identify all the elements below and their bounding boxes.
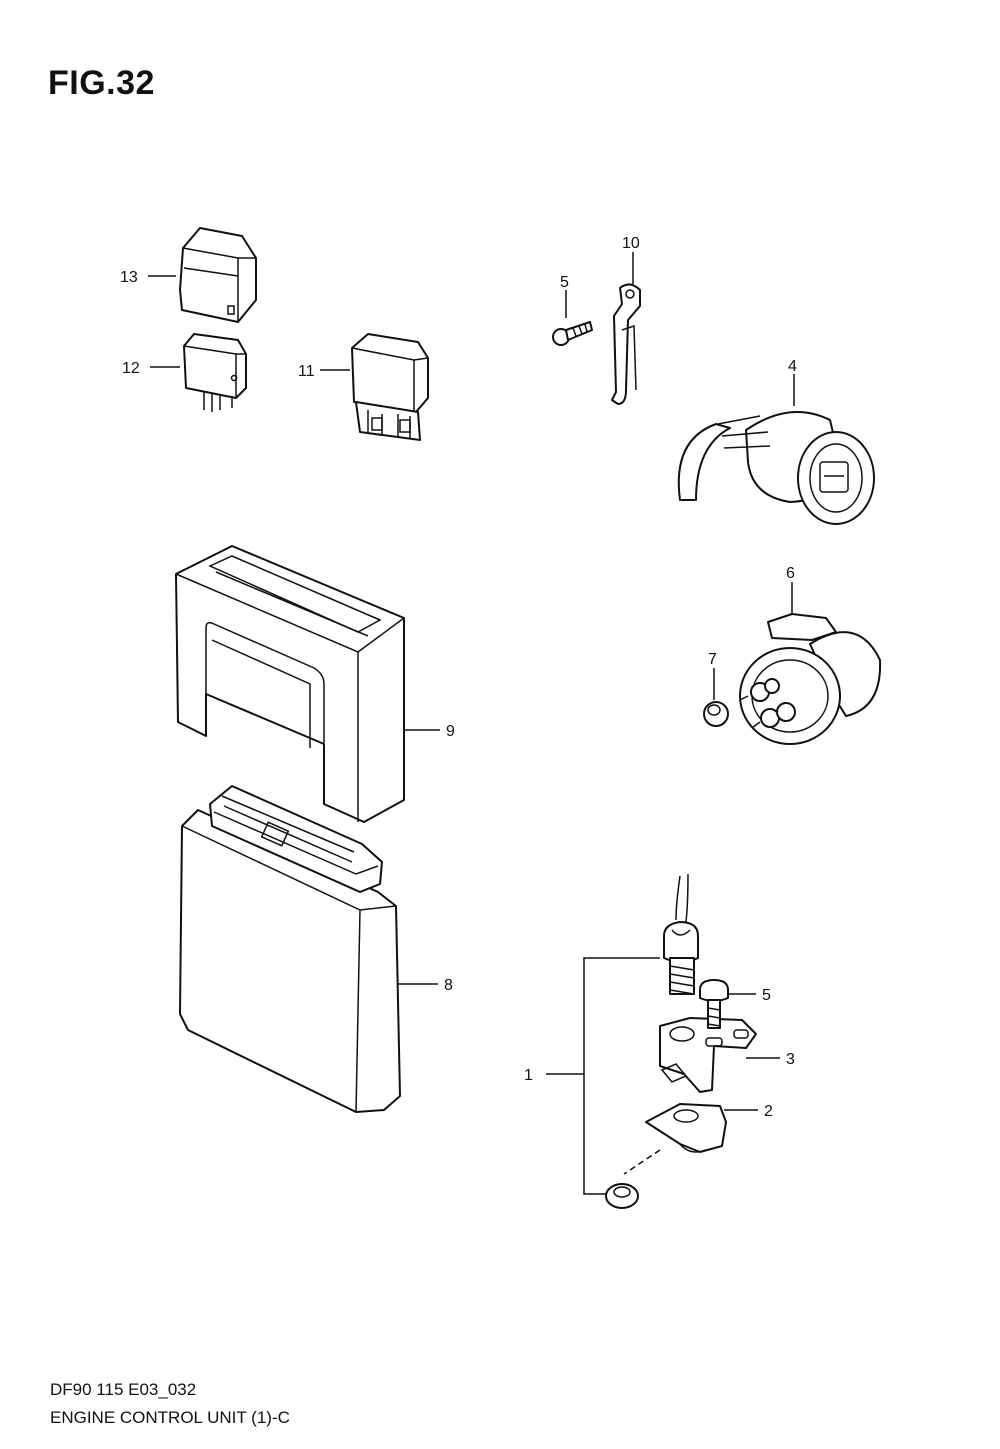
part-6-coupler — [739, 613, 882, 745]
part-11-relay — [351, 333, 429, 441]
leader-1-bracket — [583, 957, 660, 1195]
callout-8: 8 — [444, 977, 453, 994]
callout-4: 4 — [788, 358, 797, 375]
part-5-screw-top — [552, 321, 593, 346]
part-12-relay — [183, 333, 247, 412]
callout-1: 1 — [524, 1067, 533, 1084]
part-5-bolt-lower — [699, 979, 729, 1029]
callout-10: 10 — [622, 235, 640, 252]
callout-2: 2 — [764, 1103, 773, 1120]
callout-5-top: 5 — [560, 274, 569, 291]
callout-7: 7 — [708, 651, 717, 668]
part-8-ecu — [179, 785, 401, 1113]
footer-code: DF90 115 E03_032 — [50, 1380, 197, 1399]
figure-title: FIG.32 — [48, 64, 155, 102]
callout-12: 12 — [122, 360, 140, 377]
callout-9: 9 — [446, 723, 455, 740]
part-7-cap — [703, 701, 729, 727]
part-10-ground-strap — [611, 283, 641, 405]
footer-name: ENGINE CONTROL UNIT (1)-C — [50, 1408, 290, 1427]
callout-3: 3 — [786, 1051, 795, 1068]
callout-11: 11 — [298, 363, 315, 380]
part-4-coupler — [677, 411, 875, 525]
callout-6: 6 — [786, 565, 795, 582]
part-1-sensor-assembly — [605, 873, 757, 1209]
part-9-cover — [175, 545, 405, 823]
callout-5-lower: 5 — [762, 987, 771, 1004]
part-13-relay — [179, 227, 257, 323]
callout-13: 13 — [120, 269, 138, 286]
